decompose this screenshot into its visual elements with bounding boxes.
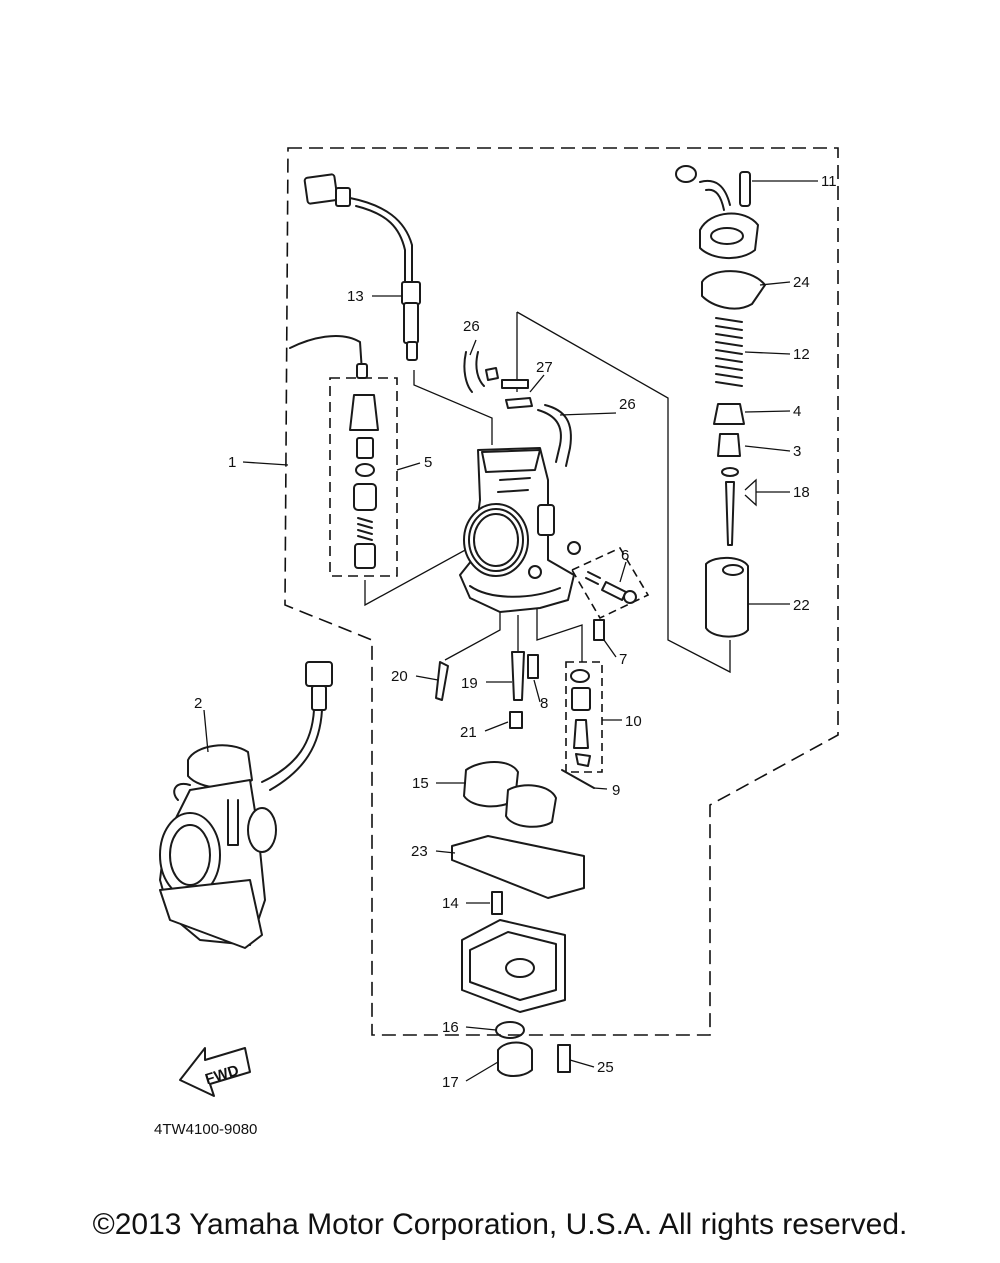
callout-13: 13 xyxy=(347,288,364,305)
callout-10: 10 xyxy=(625,713,642,730)
float-bowl xyxy=(461,919,566,1013)
callout-23: 23 xyxy=(411,843,428,860)
callout-1: 1 xyxy=(228,454,236,471)
assembly-line-13 xyxy=(413,370,493,445)
group-box-6 xyxy=(570,546,650,620)
callout-25: 25 xyxy=(597,1059,614,1076)
callout-20: 20 xyxy=(391,668,408,685)
callout-5: 5 xyxy=(424,454,432,471)
screw-25 xyxy=(557,1044,571,1073)
callout-14: 14 xyxy=(442,895,459,912)
pilot-jet-20 xyxy=(435,661,449,701)
callout-21: 21 xyxy=(460,724,477,741)
cover-gasket xyxy=(701,270,766,310)
float-bowl-gasket xyxy=(451,835,585,899)
assembly-line-top xyxy=(516,311,731,674)
callout-18: 18 xyxy=(793,484,810,501)
fwd-arrow-icon: FWD xyxy=(179,1047,251,1097)
throttle-sensor xyxy=(303,173,421,361)
needle-jet-19 xyxy=(511,651,525,701)
screw-14 xyxy=(491,891,503,915)
group-box-10 xyxy=(565,661,603,773)
callout-26b: 26 xyxy=(619,396,636,413)
needle-holder xyxy=(717,433,741,457)
callout-11: 11 xyxy=(821,173,837,190)
throttle-valve xyxy=(705,556,749,638)
callout-17: 17 xyxy=(442,1074,459,1091)
fitting-5-top xyxy=(356,363,368,379)
callout-2: 2 xyxy=(194,695,202,712)
diagram-ref-code: 4TW4100-9080 xyxy=(154,1121,257,1138)
float-pin xyxy=(561,769,595,789)
needle-clip xyxy=(721,467,739,477)
leader-lines xyxy=(203,180,818,1082)
top-cover-assembly xyxy=(675,165,759,260)
callout-9: 9 xyxy=(612,782,620,799)
assembly-boundary xyxy=(284,147,839,1036)
screw-7 xyxy=(593,619,605,641)
callout-26a: 26 xyxy=(463,318,480,335)
jet-21 xyxy=(509,711,523,729)
spring-seat xyxy=(713,403,745,425)
jet-needle xyxy=(725,481,735,546)
callout-27: 27 xyxy=(536,359,553,376)
callout-6: 6 xyxy=(621,547,629,564)
callout-4: 4 xyxy=(793,403,801,420)
float xyxy=(463,761,557,828)
callout-24: 24 xyxy=(793,274,810,291)
pilot-screw-set xyxy=(585,571,637,604)
vent-hoses xyxy=(463,351,572,467)
callout-8: 8 xyxy=(540,695,548,712)
callout-16: 16 xyxy=(442,1019,459,1036)
callout-3: 3 xyxy=(793,443,801,460)
drain-plug xyxy=(497,1041,533,1077)
main-jet-8 xyxy=(527,654,539,679)
callout-22: 22 xyxy=(793,597,810,614)
hose-5 xyxy=(289,335,363,373)
throttle-spring xyxy=(715,317,743,387)
copyright-notice: ©2013 Yamaha Motor Corporation, U.S.A. A… xyxy=(92,1208,908,1241)
callout-12: 12 xyxy=(793,346,810,363)
needle-valve-set xyxy=(570,669,591,767)
callout-7: 7 xyxy=(619,651,627,668)
callout-15: 15 xyxy=(412,775,429,792)
carburetor-assembly-2 xyxy=(159,661,333,949)
callout-19: 19 xyxy=(461,675,478,692)
callout-labels: 1 2 3 4 5 6 7 8 9 10 11 12 13 14 15 16 1… xyxy=(194,173,837,1091)
carburetor-body xyxy=(459,447,581,613)
assembly-line-body xyxy=(444,605,583,662)
starter-plunger-set xyxy=(349,394,379,569)
